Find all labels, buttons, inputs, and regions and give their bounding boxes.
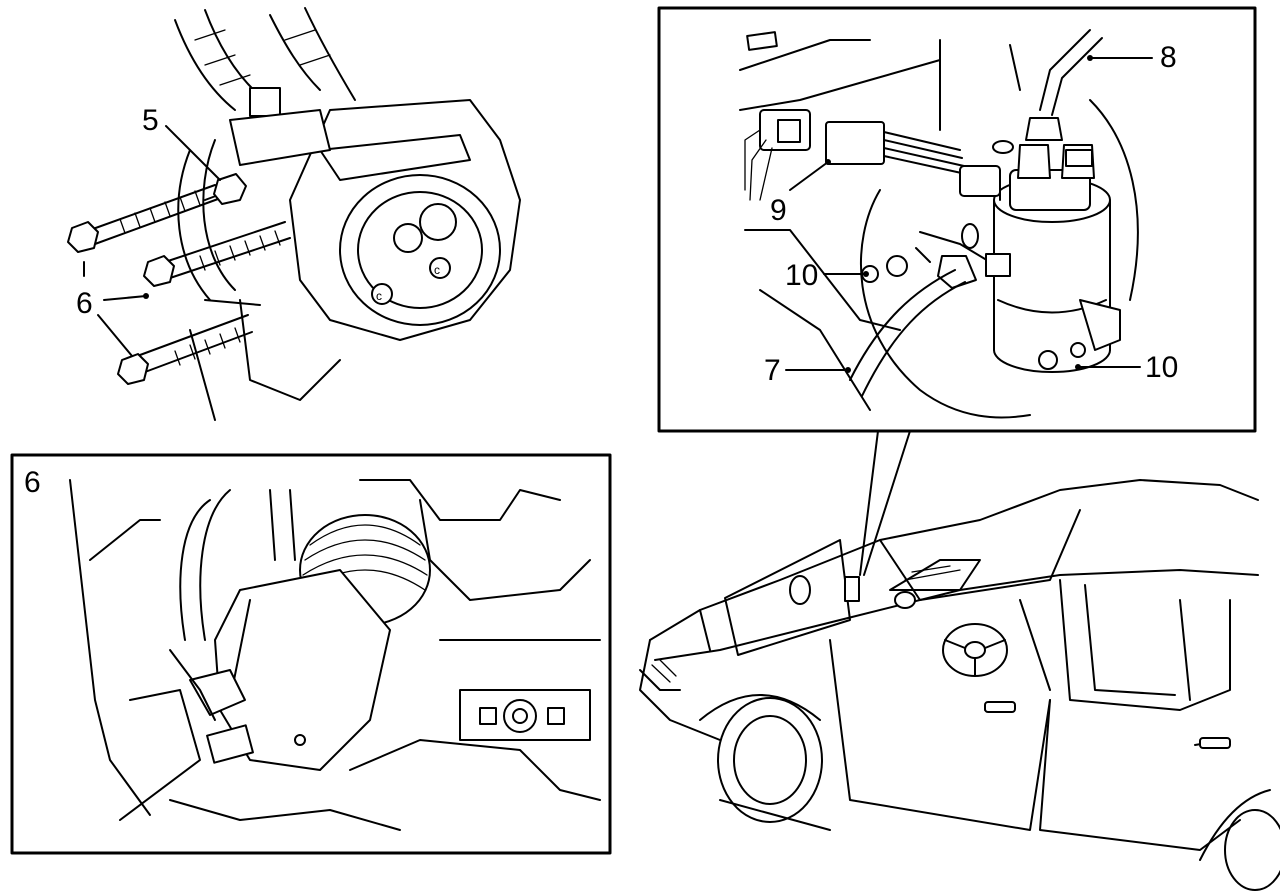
callout-10-right: 10 xyxy=(1145,351,1178,384)
leader-9 xyxy=(789,161,829,191)
bolt-icon xyxy=(67,184,219,253)
callout-6-inset: 6 xyxy=(24,466,41,499)
callout-8: 8 xyxy=(1160,41,1177,74)
inset-frame xyxy=(10,453,612,855)
svg-text:c: c xyxy=(376,289,382,303)
inset-pointer xyxy=(859,430,911,576)
leader-6c xyxy=(97,314,133,357)
svg-text:c: c xyxy=(434,263,440,277)
compressor-bolts-view: c c xyxy=(67,7,521,421)
bolt-icon xyxy=(204,173,247,205)
ac-compressor-icon xyxy=(169,514,431,771)
inset-receiver-drier: 8 9 10 10 7 xyxy=(657,6,1257,433)
leader-5 xyxy=(165,125,221,181)
inset-compressor-installed: 6 xyxy=(10,453,612,855)
receiver-drier-icon xyxy=(959,140,1121,373)
callout-7: 7 xyxy=(764,354,781,387)
ac-compressor-icon: c c xyxy=(177,87,521,421)
electrical-connector-icon xyxy=(744,109,967,201)
callout-6-bolts: 6 xyxy=(76,287,93,320)
inset-frame-drier xyxy=(657,6,1257,433)
callout-10-left: 10 xyxy=(785,259,818,292)
car-icon xyxy=(639,479,1280,891)
callout-9: 9 xyxy=(770,194,787,227)
callout-5: 5 xyxy=(142,104,159,137)
leader-6b xyxy=(103,295,147,301)
bolt-icon xyxy=(117,314,253,385)
bolt-icon xyxy=(143,221,291,287)
